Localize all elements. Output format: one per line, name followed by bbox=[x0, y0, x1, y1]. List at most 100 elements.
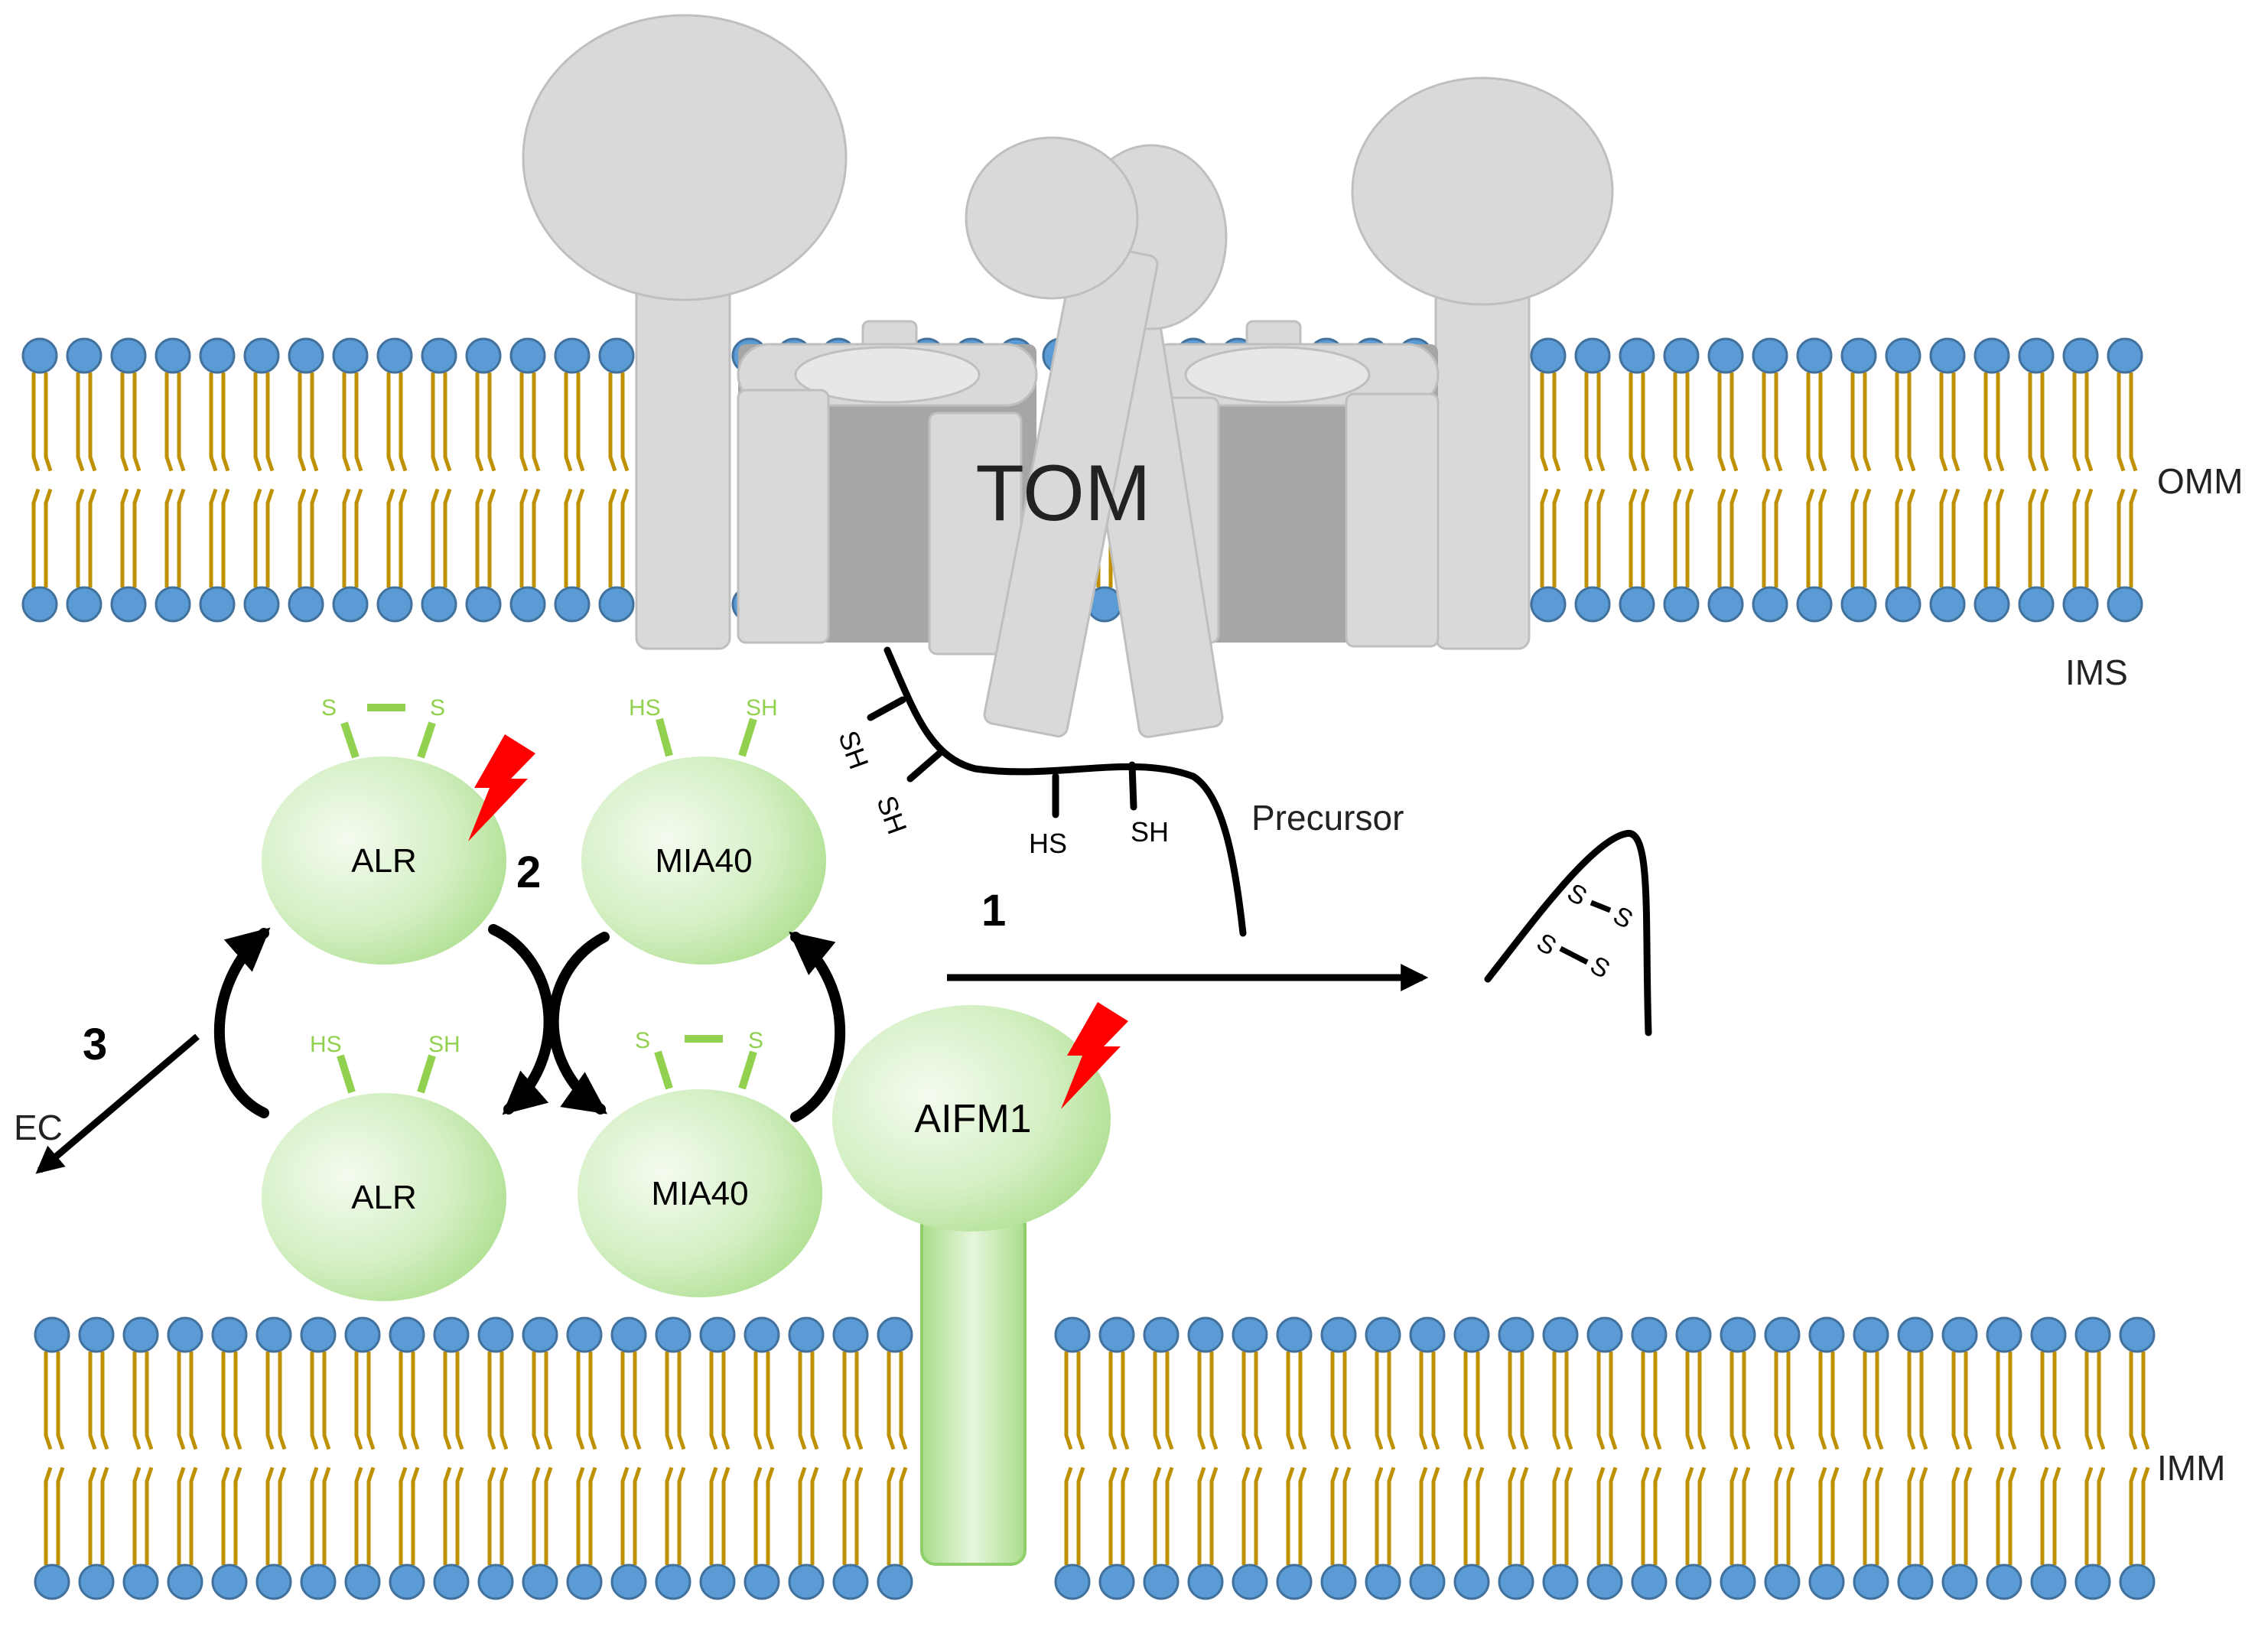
lipid-head bbox=[2030, 1316, 2067, 1353]
lipid-head bbox=[211, 1564, 248, 1600]
lipid-head bbox=[421, 337, 457, 374]
lipid-tail bbox=[1064, 1352, 1085, 1565]
alr-top-thiol-left: S bbox=[321, 695, 337, 721]
lipid-tail bbox=[1552, 1352, 1573, 1565]
lipid-tail bbox=[576, 1352, 597, 1565]
lipid-head bbox=[122, 1564, 159, 1600]
lipid-head bbox=[509, 337, 546, 374]
lipid-head bbox=[21, 586, 58, 623]
lipid-tail bbox=[1596, 1352, 1618, 1565]
lipid-head bbox=[288, 337, 324, 374]
lipid-tail bbox=[1774, 1352, 1795, 1565]
lipid-head bbox=[1409, 1564, 1446, 1600]
lipid-head bbox=[255, 1564, 292, 1600]
lipid-head bbox=[376, 337, 413, 374]
lipid-head bbox=[554, 337, 591, 374]
lipid-tail bbox=[1850, 373, 1872, 587]
lipid-head bbox=[1974, 337, 2010, 374]
lipid-head bbox=[1840, 337, 1877, 374]
lipid-tail bbox=[1806, 373, 1827, 587]
lipid-tail bbox=[1241, 1352, 1263, 1565]
lipid-tail bbox=[399, 1352, 420, 1565]
lipid-head bbox=[1707, 337, 1744, 374]
lipid-head bbox=[699, 1564, 736, 1600]
lipid-head bbox=[110, 337, 147, 374]
folded-s-3: S bbox=[1531, 928, 1561, 962]
lightning-bolt-icon bbox=[1061, 1002, 1128, 1109]
lipid-head bbox=[2119, 1564, 2156, 1600]
lipid-head bbox=[1808, 1564, 1845, 1600]
lipid-head bbox=[1365, 1316, 1401, 1353]
lipid-tail bbox=[209, 373, 230, 587]
lipid-head bbox=[832, 1564, 869, 1600]
lipid-tail bbox=[1463, 1352, 1485, 1565]
step-2-label: 2 bbox=[516, 848, 541, 897]
mia40-bottom-thiol-right: S bbox=[748, 1028, 763, 1053]
lipid-tail bbox=[354, 1352, 376, 1565]
mia40-top-label: MIA40 bbox=[655, 842, 752, 880]
ec-label: EC bbox=[14, 1108, 63, 1147]
lipid-tail bbox=[1540, 373, 1561, 587]
lipid-head bbox=[1720, 1316, 1756, 1353]
lipid-head bbox=[1929, 586, 1966, 623]
lipid-head bbox=[155, 586, 191, 623]
lipid-head bbox=[509, 586, 546, 623]
lipid-head bbox=[66, 586, 102, 623]
lipid-head bbox=[1885, 586, 1921, 623]
lipid-tail bbox=[1286, 1352, 1307, 1565]
lipid-tail bbox=[2129, 1352, 2150, 1565]
lipid-head bbox=[1619, 586, 1655, 623]
lipid-tail bbox=[842, 1352, 864, 1565]
lipid-tail bbox=[1762, 373, 1783, 587]
lipid-head bbox=[1530, 586, 1567, 623]
lipid-head bbox=[433, 1564, 470, 1600]
mia40-bottom-label: MIA40 bbox=[651, 1175, 748, 1212]
lipid-head bbox=[1897, 1564, 1934, 1600]
lipid-tail bbox=[132, 1352, 154, 1565]
precursor-thiol-3: HS bbox=[1029, 828, 1067, 859]
redox-cycle-arrows bbox=[213, 924, 846, 1122]
lipid-head bbox=[1941, 1316, 1978, 1353]
step-3-label: 3 bbox=[83, 1020, 107, 1069]
lipid-head bbox=[1054, 1316, 1091, 1353]
lipid-head bbox=[1853, 1316, 1889, 1353]
lipid-head bbox=[1631, 1564, 1668, 1600]
lipid-head bbox=[1232, 1564, 1268, 1600]
lipid-head bbox=[167, 1564, 203, 1600]
lipid-tail bbox=[1717, 373, 1739, 587]
alr-bottom-label: ALR bbox=[351, 1179, 417, 1216]
lipid-head bbox=[344, 1316, 381, 1353]
lipid-head bbox=[832, 1316, 869, 1353]
lipid-tail bbox=[298, 373, 319, 587]
lipid-tail bbox=[1729, 1352, 1751, 1565]
aifm1-protein: AIFM1 bbox=[832, 1005, 1111, 1566]
lipid-tail bbox=[88, 1352, 109, 1565]
lipid-head bbox=[465, 586, 502, 623]
lipid-head bbox=[1098, 1316, 1135, 1353]
inner-mitochondrial-membrane bbox=[34, 1316, 2156, 1600]
lipid-head bbox=[300, 1316, 337, 1353]
lipid-tail bbox=[443, 1352, 464, 1565]
lipid-tail bbox=[475, 373, 496, 587]
lipid-tail bbox=[310, 1352, 331, 1565]
lipid-head bbox=[1764, 1564, 1801, 1600]
lipid-tail bbox=[709, 1352, 731, 1565]
lipid-head bbox=[433, 1316, 470, 1353]
lipid-head bbox=[566, 1564, 603, 1600]
lipid-tail bbox=[1983, 373, 2005, 587]
lipid-tail bbox=[164, 373, 186, 587]
lipid-tail bbox=[608, 373, 630, 587]
tom-complex: TOM bbox=[522, 14, 1614, 738]
ims-label: IMS bbox=[2065, 652, 2128, 692]
folded-s-4: S bbox=[1585, 951, 1615, 984]
lipid-head bbox=[877, 1316, 913, 1353]
lipid-head bbox=[1631, 1316, 1668, 1353]
lipid-head bbox=[389, 1564, 425, 1600]
lipid-head bbox=[1808, 1316, 1845, 1353]
lipid-head bbox=[1675, 1316, 1712, 1353]
lipid-head bbox=[1663, 586, 1700, 623]
lipid-tail bbox=[2084, 1352, 2106, 1565]
lipid-head bbox=[1276, 1564, 1313, 1600]
lipid-head bbox=[554, 586, 591, 623]
imm-label: IMM bbox=[2157, 1448, 2225, 1488]
